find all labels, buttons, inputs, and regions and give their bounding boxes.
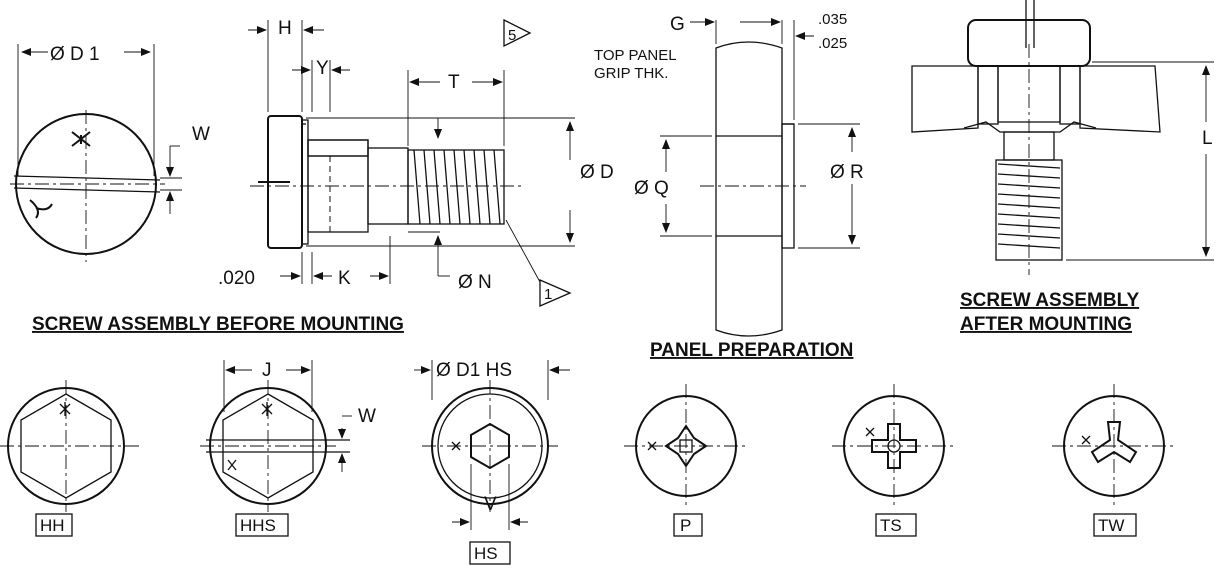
view-after-mounting: [911, 0, 1214, 275]
caption-panel-preparation: PANEL PREPARATION: [650, 340, 853, 361]
note-flag-1-icon: [539, 279, 572, 307]
code-tw: TW: [1098, 516, 1124, 535]
code-p: P: [680, 516, 691, 535]
dim-l: L: [1202, 128, 1213, 149]
cross-mark-icon: [71, 131, 91, 147]
grip-note-line2: GRIP THK.: [594, 65, 668, 82]
note-flag-5-label: 5: [508, 27, 516, 44]
head-style-ts: [832, 384, 956, 537]
caption-before-mounting: SCREW ASSEMBLY BEFORE MOUNTING: [32, 314, 404, 335]
phillips-recess-icon: [664, 424, 708, 468]
dim-n: Ø N: [458, 272, 492, 293]
labels: Ø D 1 W H Y T Ø D Ø N K .020 5 1 SCREW A…: [32, 11, 1213, 563]
code-hhs: HHS: [240, 516, 276, 535]
head-style-hh: [0, 380, 140, 537]
head-top-view: [10, 44, 182, 262]
dim-w: W: [192, 124, 210, 145]
caption-after-mounting-line2: AFTER MOUNTING: [960, 314, 1132, 335]
head-style-tw: [1052, 384, 1176, 537]
view-panel-preparation: [660, 18, 860, 337]
code-hs: HS: [474, 544, 498, 563]
dim-w-hhs: W: [358, 406, 376, 427]
y-mark-icon: [29, 199, 53, 219]
tol-min: .025: [818, 35, 847, 52]
thread-lines: [413, 149, 501, 225]
cross-mark-icon: [451, 441, 461, 451]
screw-side-view: [248, 18, 575, 307]
dim-k: K: [338, 268, 351, 289]
note-flag-5-icon: [503, 18, 532, 48]
dim-t: T: [448, 72, 460, 93]
head-style-hs: [414, 360, 570, 565]
y-mark-icon: [227, 459, 237, 471]
dim-v: V: [484, 494, 497, 515]
dim-d1-hs: Ø D1 HS: [436, 360, 512, 381]
torq-set-recess-icon: [871, 423, 917, 469]
grip-note-line1: TOP PANEL: [594, 47, 677, 64]
dim-d1: Ø D 1: [50, 44, 100, 65]
caption-after-mounting-line1: SCREW ASSEMBLY: [960, 290, 1139, 311]
dim-d: Ø D: [580, 162, 614, 183]
dim-j: J: [262, 360, 272, 381]
note-flag-1-label: 1: [544, 286, 552, 303]
dim-y: Y: [316, 58, 329, 79]
dim-g: G: [670, 14, 685, 35]
code-ts: TS: [880, 516, 902, 535]
dim-h: H: [278, 18, 292, 39]
tri-wing-recess-icon: [1090, 421, 1138, 464]
tol-max: .035: [818, 11, 847, 28]
cross-mark-icon: [261, 402, 273, 416]
dim-q: Ø Q: [634, 178, 669, 199]
head-style-p: [624, 384, 748, 537]
code-hh: HH: [40, 516, 65, 535]
view-before-mounting: [10, 18, 575, 307]
cross-mark-icon: [59, 402, 71, 416]
dim-r: Ø R: [830, 162, 864, 183]
head-style-hhs: [200, 360, 352, 537]
dim-clearance: .020: [218, 268, 255, 289]
